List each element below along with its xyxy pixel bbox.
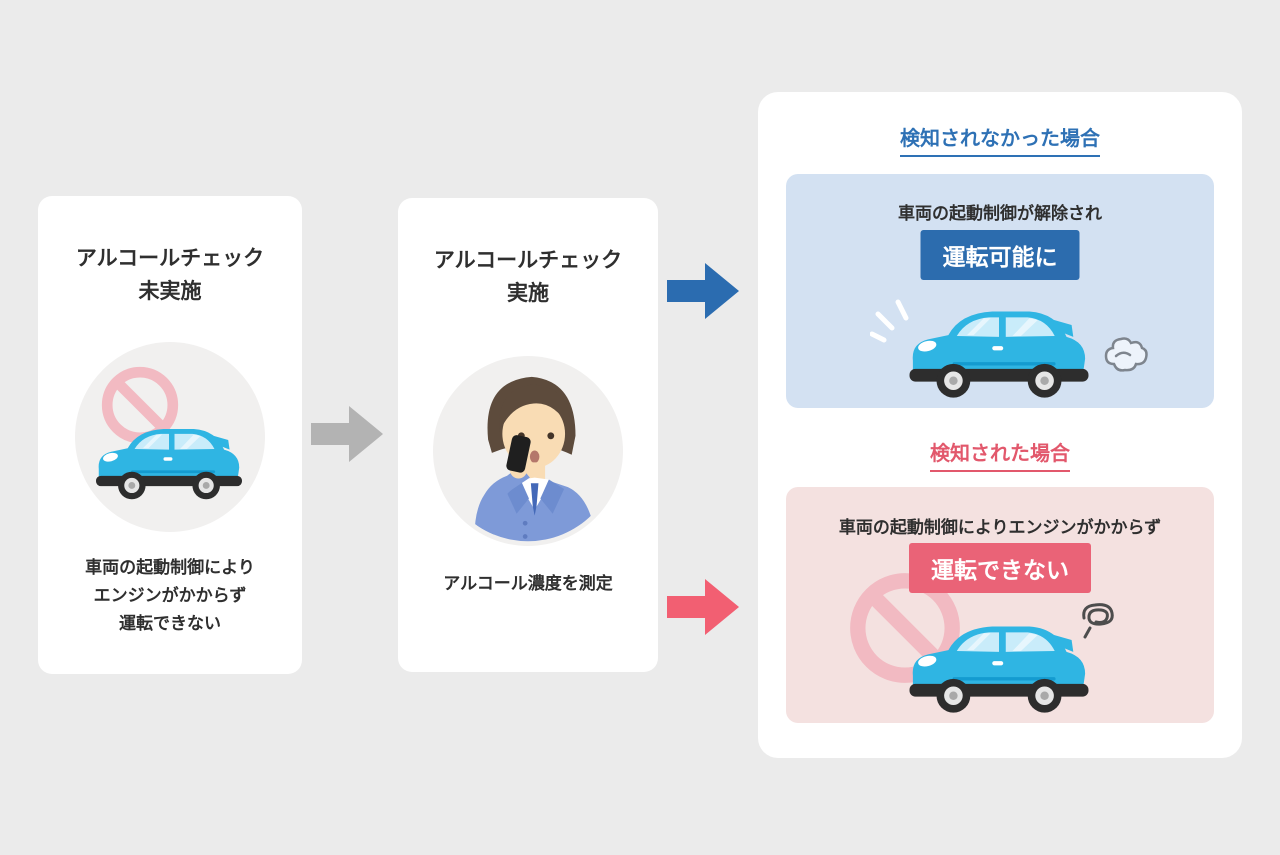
stage1-title-line2: 未実施 — [138, 280, 202, 303]
stage2-caption: アルコール濃度を測定 — [398, 570, 658, 598]
stage2-illustration — [433, 356, 623, 546]
car-icon — [93, 418, 245, 502]
detected-box: 車両の起動制御によりエンジンがかからず 運転できない — [786, 487, 1214, 723]
exhaust-smoke-icon — [1104, 337, 1148, 372]
stage1-caption: 車両の起動制御により エンジンがかからず 運転できない — [38, 554, 302, 638]
stage2-caption-line: アルコール濃度を測定 — [443, 574, 613, 593]
not-detected-description: 車両の起動制御が解除され — [898, 204, 1102, 223]
car-icon — [906, 613, 1092, 716]
results-panel: 検知されなかった場合 車両の起動制御が解除され 運転可能に 検知された場合 車両… — [758, 92, 1242, 758]
arrow-right-blue-icon — [667, 261, 739, 321]
not-detected-heading: 検知されなかった場合 — [758, 122, 1242, 157]
not-drivable-badge: 運転できない — [909, 543, 1091, 593]
detected-heading: 検知された場合 — [758, 437, 1242, 472]
stage2-title-line2: 実施 — [507, 282, 549, 305]
stage1-title-line1: アルコールチェック — [75, 247, 265, 270]
drivable-badge: 運転可能に — [920, 230, 1080, 280]
stage2-title-line1: アルコールチェック — [433, 249, 623, 272]
arrow-right-icon — [311, 404, 383, 464]
car-icon — [906, 298, 1092, 401]
stage-card-performed: アルコールチェック 実施 — [398, 198, 658, 672]
not-detected-box: 車両の起動制御が解除され 運転可能に — [786, 174, 1214, 408]
stage1-caption-line2: エンジンがかからず — [93, 586, 247, 605]
stage1-title: アルコールチェック 未実施 — [38, 242, 302, 308]
detected-description: 車両の起動制御によりエンジンがかからず — [838, 518, 1162, 537]
stage1-caption-line1: 車両の起動制御により — [85, 558, 255, 577]
stage2-title: アルコールチェック 実施 — [398, 244, 658, 310]
stage1-caption-line3: 運転できない — [119, 614, 221, 633]
arrow-right-pink-icon — [667, 577, 739, 637]
person-breathalyzer-icon — [437, 360, 619, 542]
engine-trouble-scribble-icon — [1082, 603, 1114, 639]
stage-card-not-performed: アルコールチェック 未実施 車両の起動制御により エンジンがかからず 運転できな… — [38, 196, 302, 674]
stage1-illustration — [75, 342, 265, 532]
engine-start-sparkle-icon — [870, 299, 909, 343]
